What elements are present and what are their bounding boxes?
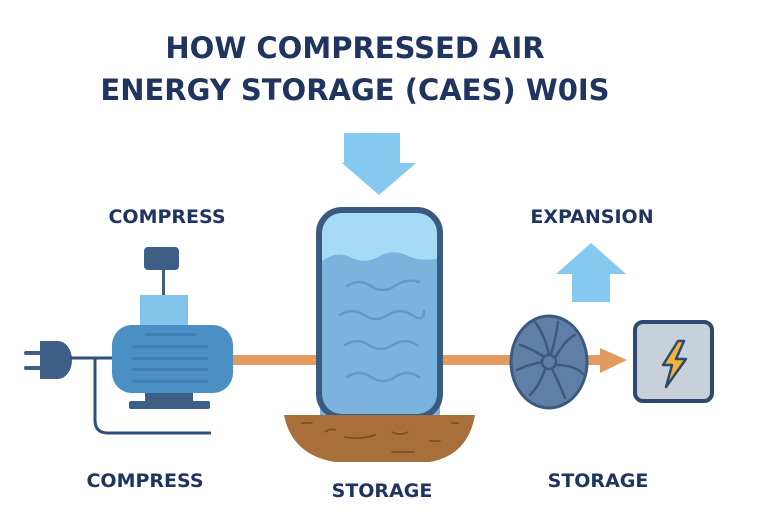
arrow-down-icon [342,133,416,195]
label-storage-right: STORAGE [548,470,649,492]
arrow-right-icon [600,348,627,373]
label-compress-bottom: COMPRESS [86,470,203,492]
title-line-1: HOW COMPRESSED AIR [165,31,544,65]
arrow-up-icon [556,243,626,302]
label-compress-top: COMPRESS [108,206,225,228]
electricity-output-icon [633,320,714,403]
storage-tank-icon [316,207,443,420]
underground-soil-icon [284,415,475,462]
plug-icon [24,341,211,435]
compressor-motor-icon [112,247,233,409]
label-storage-center: STORAGE [332,480,433,502]
lightning-bolt-icon [661,339,688,389]
turbine-icon [509,314,589,410]
title-line-2: ENERGY STORAGE (CAES) W0IS [100,73,609,107]
label-expansion: EXPANSION [530,206,653,228]
